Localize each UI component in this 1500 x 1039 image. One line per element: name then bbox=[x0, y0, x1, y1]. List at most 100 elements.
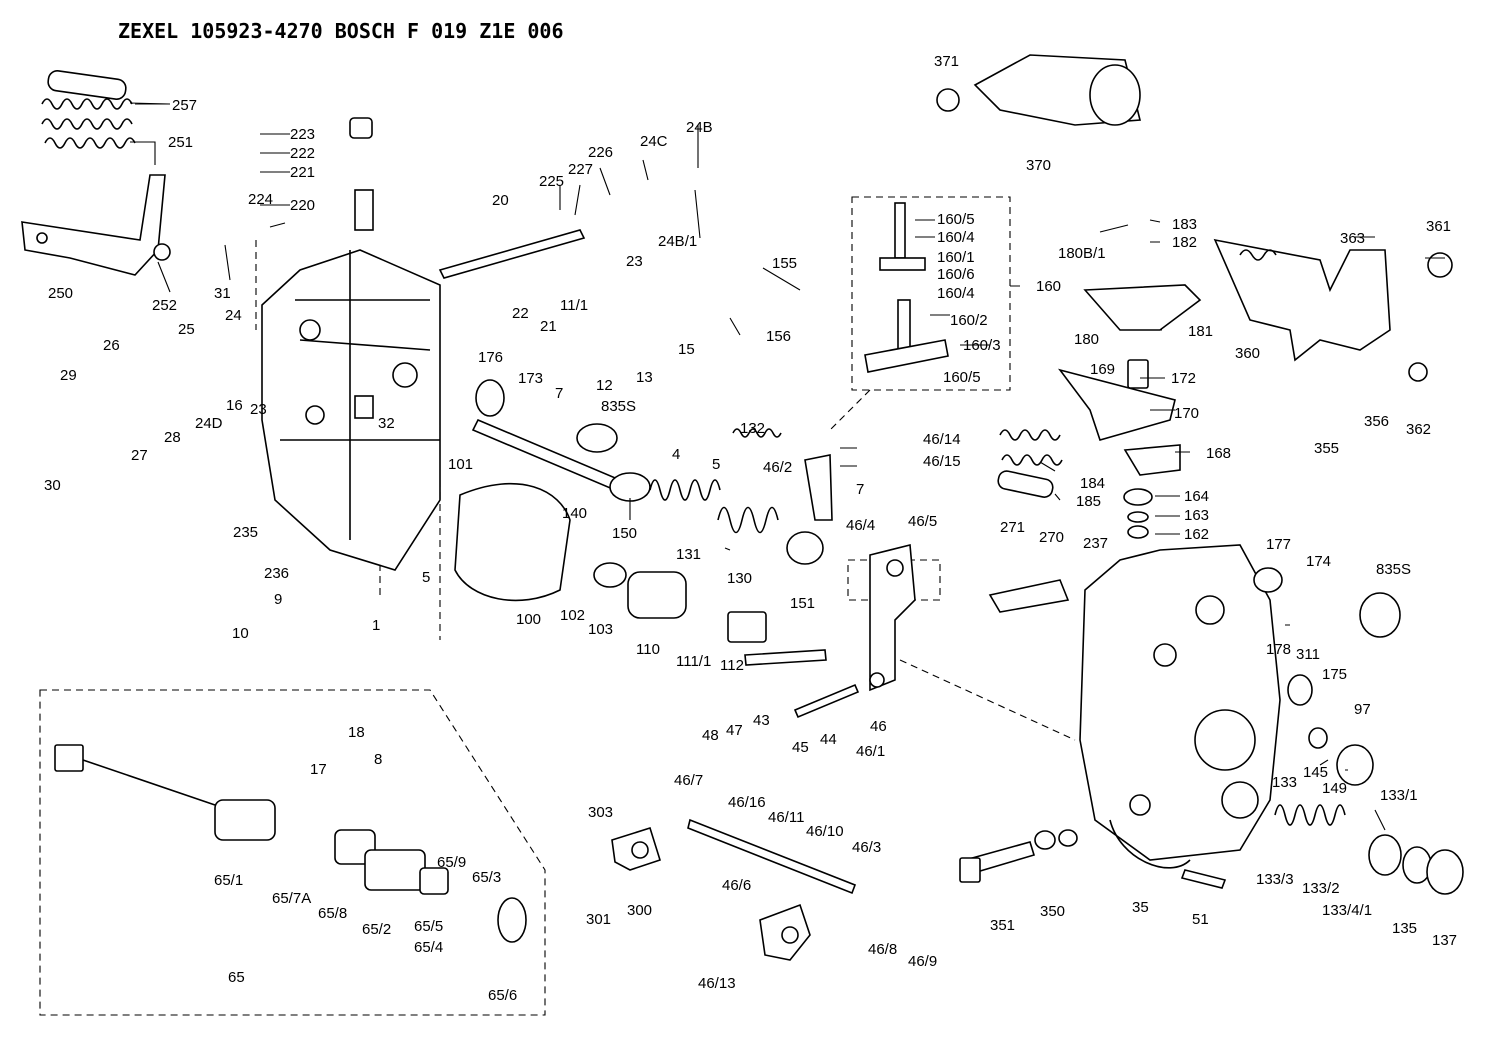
callout-label-c-101: 101 bbox=[448, 456, 473, 473]
lever-46-6 bbox=[759, 903, 811, 961]
callout-label-c-271: 271 bbox=[1000, 519, 1025, 536]
callout-label-c-46-3: 46/3 bbox=[852, 839, 881, 856]
callout-label-c-8: 8 bbox=[374, 751, 382, 768]
callout-label-c-360: 360 bbox=[1235, 345, 1260, 362]
callout-label-c-20: 20 bbox=[492, 192, 509, 209]
callout-label-c-24D: 24D bbox=[195, 415, 223, 432]
callout-label-c-160-2: 160/2 bbox=[950, 312, 988, 329]
callout-label-c-46-13: 46/13 bbox=[698, 975, 736, 992]
callout-label-c-46-14: 46/14 bbox=[923, 431, 961, 448]
callout-label-c-184: 184 bbox=[1080, 475, 1105, 492]
callout-label-c-162: 162 bbox=[1184, 526, 1209, 543]
callout-label-c-311: 311 bbox=[1296, 646, 1320, 663]
callout-label-c-9: 9 bbox=[274, 591, 282, 608]
callout-label-c-65-3: 65/3 bbox=[472, 869, 501, 886]
callout-label-c-65-2: 65/2 bbox=[362, 921, 391, 938]
callout-label-c-236: 236 bbox=[264, 565, 289, 582]
callout-label-c-220: 220 bbox=[290, 197, 315, 214]
callout-label-c-65-7A: 65/7A bbox=[272, 890, 311, 907]
callout-label-c-169: 169 bbox=[1090, 361, 1115, 378]
callout-label-c-43: 43 bbox=[753, 712, 770, 729]
callout-label-c-46-11: 46/11 bbox=[768, 809, 804, 826]
callout-label-c-65-5: 65/5 bbox=[414, 918, 443, 935]
callout-label-c-130: 130 bbox=[727, 570, 752, 587]
bracket-300 bbox=[611, 826, 661, 871]
callout-label-c-16: 16 bbox=[226, 397, 243, 414]
callout-label-c-46: 46 bbox=[870, 718, 887, 735]
callout-label-c-168: 168 bbox=[1206, 445, 1231, 462]
callout-label-c-46-4: 46/4 bbox=[846, 517, 875, 534]
callout-label-c-177: 177 bbox=[1266, 536, 1291, 553]
callout-label-c-163: 163 bbox=[1184, 507, 1209, 524]
callout-label-c-24B: 24B bbox=[686, 119, 713, 136]
callout-label-c-176: 176 bbox=[478, 349, 503, 366]
callout-label-c-160-6: 160/6 bbox=[937, 266, 975, 283]
callout-label-c-29: 29 bbox=[60, 367, 77, 384]
callout-label-c-48: 48 bbox=[702, 727, 719, 744]
parts-artwork bbox=[21, 54, 1464, 1016]
callout-label-c-150: 150 bbox=[612, 525, 637, 542]
callout-label-c-30: 30 bbox=[44, 477, 61, 494]
linkage-46 bbox=[804, 454, 916, 692]
callout-label-c-160-5b: 160/5 bbox=[943, 369, 981, 386]
callout-label-c-151: 151 bbox=[790, 595, 815, 612]
pump-housing-right bbox=[959, 544, 1464, 895]
callout-label-c-24B1: 24B/1 bbox=[658, 233, 697, 250]
callout-label-c-103: 103 bbox=[588, 621, 613, 638]
callout-label-c-363: 363 bbox=[1340, 230, 1365, 247]
callout-label-c-5b: 5 bbox=[712, 456, 720, 473]
callout-label-c-362: 362 bbox=[1406, 421, 1431, 438]
callout-label-c-5a: 5 bbox=[422, 569, 430, 586]
callout-label-c-140: 140 bbox=[562, 505, 587, 522]
callout-label-c-17: 17 bbox=[310, 761, 327, 778]
callout-label-c-223: 223 bbox=[290, 126, 315, 143]
callout-label-c-350: 350 bbox=[1040, 903, 1065, 920]
callout-label-c-257: 257 bbox=[172, 97, 197, 114]
callout-label-c-149: 149 bbox=[1322, 780, 1347, 797]
callout-label-c-178: 178 bbox=[1266, 641, 1291, 658]
callout-label-c-46-2: 46/2 bbox=[763, 459, 792, 476]
callout-label-c-835S-a: 835S bbox=[601, 398, 636, 415]
callout-label-c-12: 12 bbox=[596, 377, 613, 394]
callout-label-c-252: 252 bbox=[152, 297, 177, 314]
callout-label-c-11-1: 11/1 bbox=[560, 297, 588, 314]
callout-label-c-32: 32 bbox=[378, 415, 395, 432]
callout-label-c-155: 155 bbox=[772, 255, 797, 272]
callout-label-c-185: 185 bbox=[1076, 493, 1101, 510]
callout-label-c-133: 133 bbox=[1272, 774, 1297, 791]
lever-group-168 bbox=[1057, 284, 1202, 539]
callout-label-c-22: 22 bbox=[512, 305, 529, 322]
callout-label-c-300: 300 bbox=[627, 902, 652, 919]
callout-label-c-237: 237 bbox=[1083, 535, 1108, 552]
callout-label-c-97: 97 bbox=[1354, 701, 1371, 718]
callout-label-c-351: 351 bbox=[990, 917, 1015, 934]
callout-label-c-65: 65 bbox=[228, 969, 245, 986]
callout-label-c-24C: 24C bbox=[640, 133, 668, 150]
callout-label-c-46-9: 46/9 bbox=[908, 953, 937, 970]
callout-label-c-132: 132 bbox=[740, 420, 765, 437]
pump-housing-left bbox=[261, 117, 441, 571]
callout-label-c-225: 225 bbox=[539, 173, 564, 190]
callout-label-c-65-8: 65/8 bbox=[318, 905, 347, 922]
callout-label-c-235: 235 bbox=[233, 524, 258, 541]
callout-label-c-222: 222 bbox=[290, 145, 315, 162]
callout-label-c-24: 24 bbox=[225, 307, 242, 324]
callout-labels: 257 251 250 252 223 222 221 220 224 31 2… bbox=[44, 53, 1457, 1004]
callout-label-c-182: 182 bbox=[1172, 234, 1197, 251]
springs-184-185 bbox=[997, 429, 1063, 498]
callout-label-c-23a: 23 bbox=[250, 401, 267, 418]
callout-label-c-160: 160 bbox=[1036, 278, 1061, 295]
governor-group-160 bbox=[864, 202, 949, 373]
callout-label-c-133-1: 133/1 bbox=[1380, 787, 1418, 804]
callout-label-c-173: 173 bbox=[518, 370, 543, 387]
callout-label-c-27: 27 bbox=[131, 447, 148, 464]
callout-label-c-133-3: 133/3 bbox=[1256, 871, 1294, 888]
callout-label-c-183: 183 bbox=[1172, 216, 1197, 233]
callout-label-c-226: 226 bbox=[588, 144, 613, 161]
callout-label-c-301: 301 bbox=[586, 911, 611, 928]
callout-label-c-7: 7 bbox=[555, 385, 563, 402]
callout-label-c-164: 164 bbox=[1184, 488, 1209, 505]
callout-label-c-65-1: 65/1 bbox=[214, 872, 243, 889]
callout-label-c-156: 156 bbox=[766, 328, 791, 345]
callout-label-c-46-6: 46/6 bbox=[722, 877, 751, 894]
